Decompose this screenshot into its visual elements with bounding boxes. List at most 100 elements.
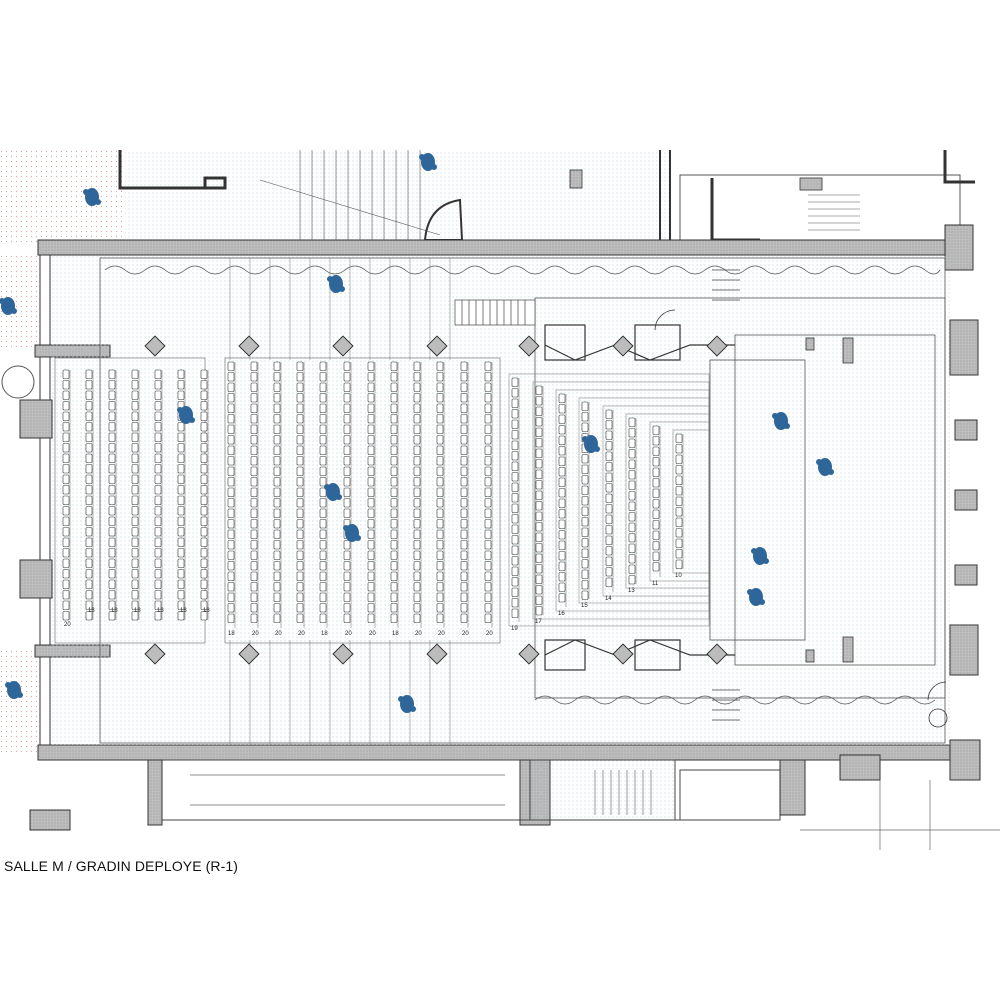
seat [675, 486, 683, 496]
seat [177, 390, 185, 400]
seat [581, 412, 589, 422]
seat [558, 404, 566, 414]
seat [436, 393, 444, 403]
seat [227, 445, 235, 455]
seat [227, 456, 235, 466]
row-label: 13 [628, 588, 635, 594]
seat [390, 529, 398, 539]
seat [296, 519, 304, 529]
seat [296, 361, 304, 371]
seat [628, 480, 636, 490]
seat [436, 372, 444, 382]
seat [436, 540, 444, 550]
seat [319, 603, 327, 613]
seat [108, 537, 116, 547]
seat [413, 519, 421, 529]
stair-icon [712, 269, 740, 721]
seat [535, 585, 543, 595]
seat [154, 411, 162, 421]
seat [273, 487, 281, 497]
seat [250, 508, 258, 518]
seat [484, 372, 492, 382]
seat [605, 441, 613, 451]
seat [227, 424, 235, 434]
seating-block-left [54, 357, 209, 644]
seat [535, 480, 543, 490]
seat [154, 527, 162, 537]
seat [62, 443, 70, 453]
seat [154, 558, 162, 568]
seat [227, 403, 235, 413]
seat [390, 571, 398, 581]
seat [484, 403, 492, 413]
seat [250, 571, 258, 581]
seat [605, 514, 613, 524]
seat [605, 556, 613, 566]
seat [413, 435, 421, 445]
seat [484, 393, 492, 403]
seat [367, 613, 375, 623]
seat [62, 600, 70, 610]
seat [177, 590, 185, 600]
seat [273, 414, 281, 424]
seat [390, 561, 398, 571]
door-swing-icon [654, 309, 948, 728]
seat [273, 613, 281, 623]
seat [558, 530, 566, 540]
row-label: 16 [558, 611, 565, 617]
seat [200, 569, 208, 579]
seat [558, 414, 566, 424]
seat [628, 417, 636, 427]
seat [511, 461, 519, 471]
seat [367, 561, 375, 571]
seat [484, 561, 492, 571]
seat [413, 603, 421, 613]
row-label: 15 [581, 603, 588, 609]
seat [85, 453, 93, 463]
row-label: 10 [675, 573, 682, 579]
seat [62, 569, 70, 579]
seat [108, 506, 116, 516]
drawing-title: SALLE M / GRADIN DEPLOYE (R-1) [4, 858, 239, 874]
seat [108, 422, 116, 432]
seat [436, 456, 444, 466]
seat [296, 466, 304, 476]
seat [85, 506, 93, 516]
seat [200, 380, 208, 390]
seat [177, 453, 185, 463]
seat [558, 540, 566, 550]
seat [343, 508, 351, 518]
seat [484, 435, 492, 445]
seat [535, 490, 543, 500]
seat [413, 582, 421, 592]
seat [177, 464, 185, 474]
seat [343, 603, 351, 613]
seat [154, 432, 162, 442]
seat [227, 519, 235, 529]
seat [250, 592, 258, 602]
seat [273, 445, 281, 455]
seat [343, 550, 351, 560]
seat [605, 567, 613, 577]
seating-block-stage [508, 373, 710, 627]
seat [460, 592, 468, 602]
spiral-stair-icon [1, 365, 35, 399]
seat [108, 548, 116, 558]
seat [227, 372, 235, 382]
seat [131, 422, 139, 432]
seat [319, 382, 327, 392]
row-label: 20 [345, 631, 352, 637]
seat [581, 590, 589, 600]
seat [581, 485, 589, 495]
seat [85, 401, 93, 411]
row-label: 20 [275, 631, 282, 637]
seat [177, 474, 185, 484]
seat [319, 403, 327, 413]
seat [296, 550, 304, 560]
stage-posts [805, 337, 854, 663]
seat [296, 393, 304, 403]
seat [484, 508, 492, 518]
row-label: 11 [652, 581, 659, 587]
seat [436, 466, 444, 476]
